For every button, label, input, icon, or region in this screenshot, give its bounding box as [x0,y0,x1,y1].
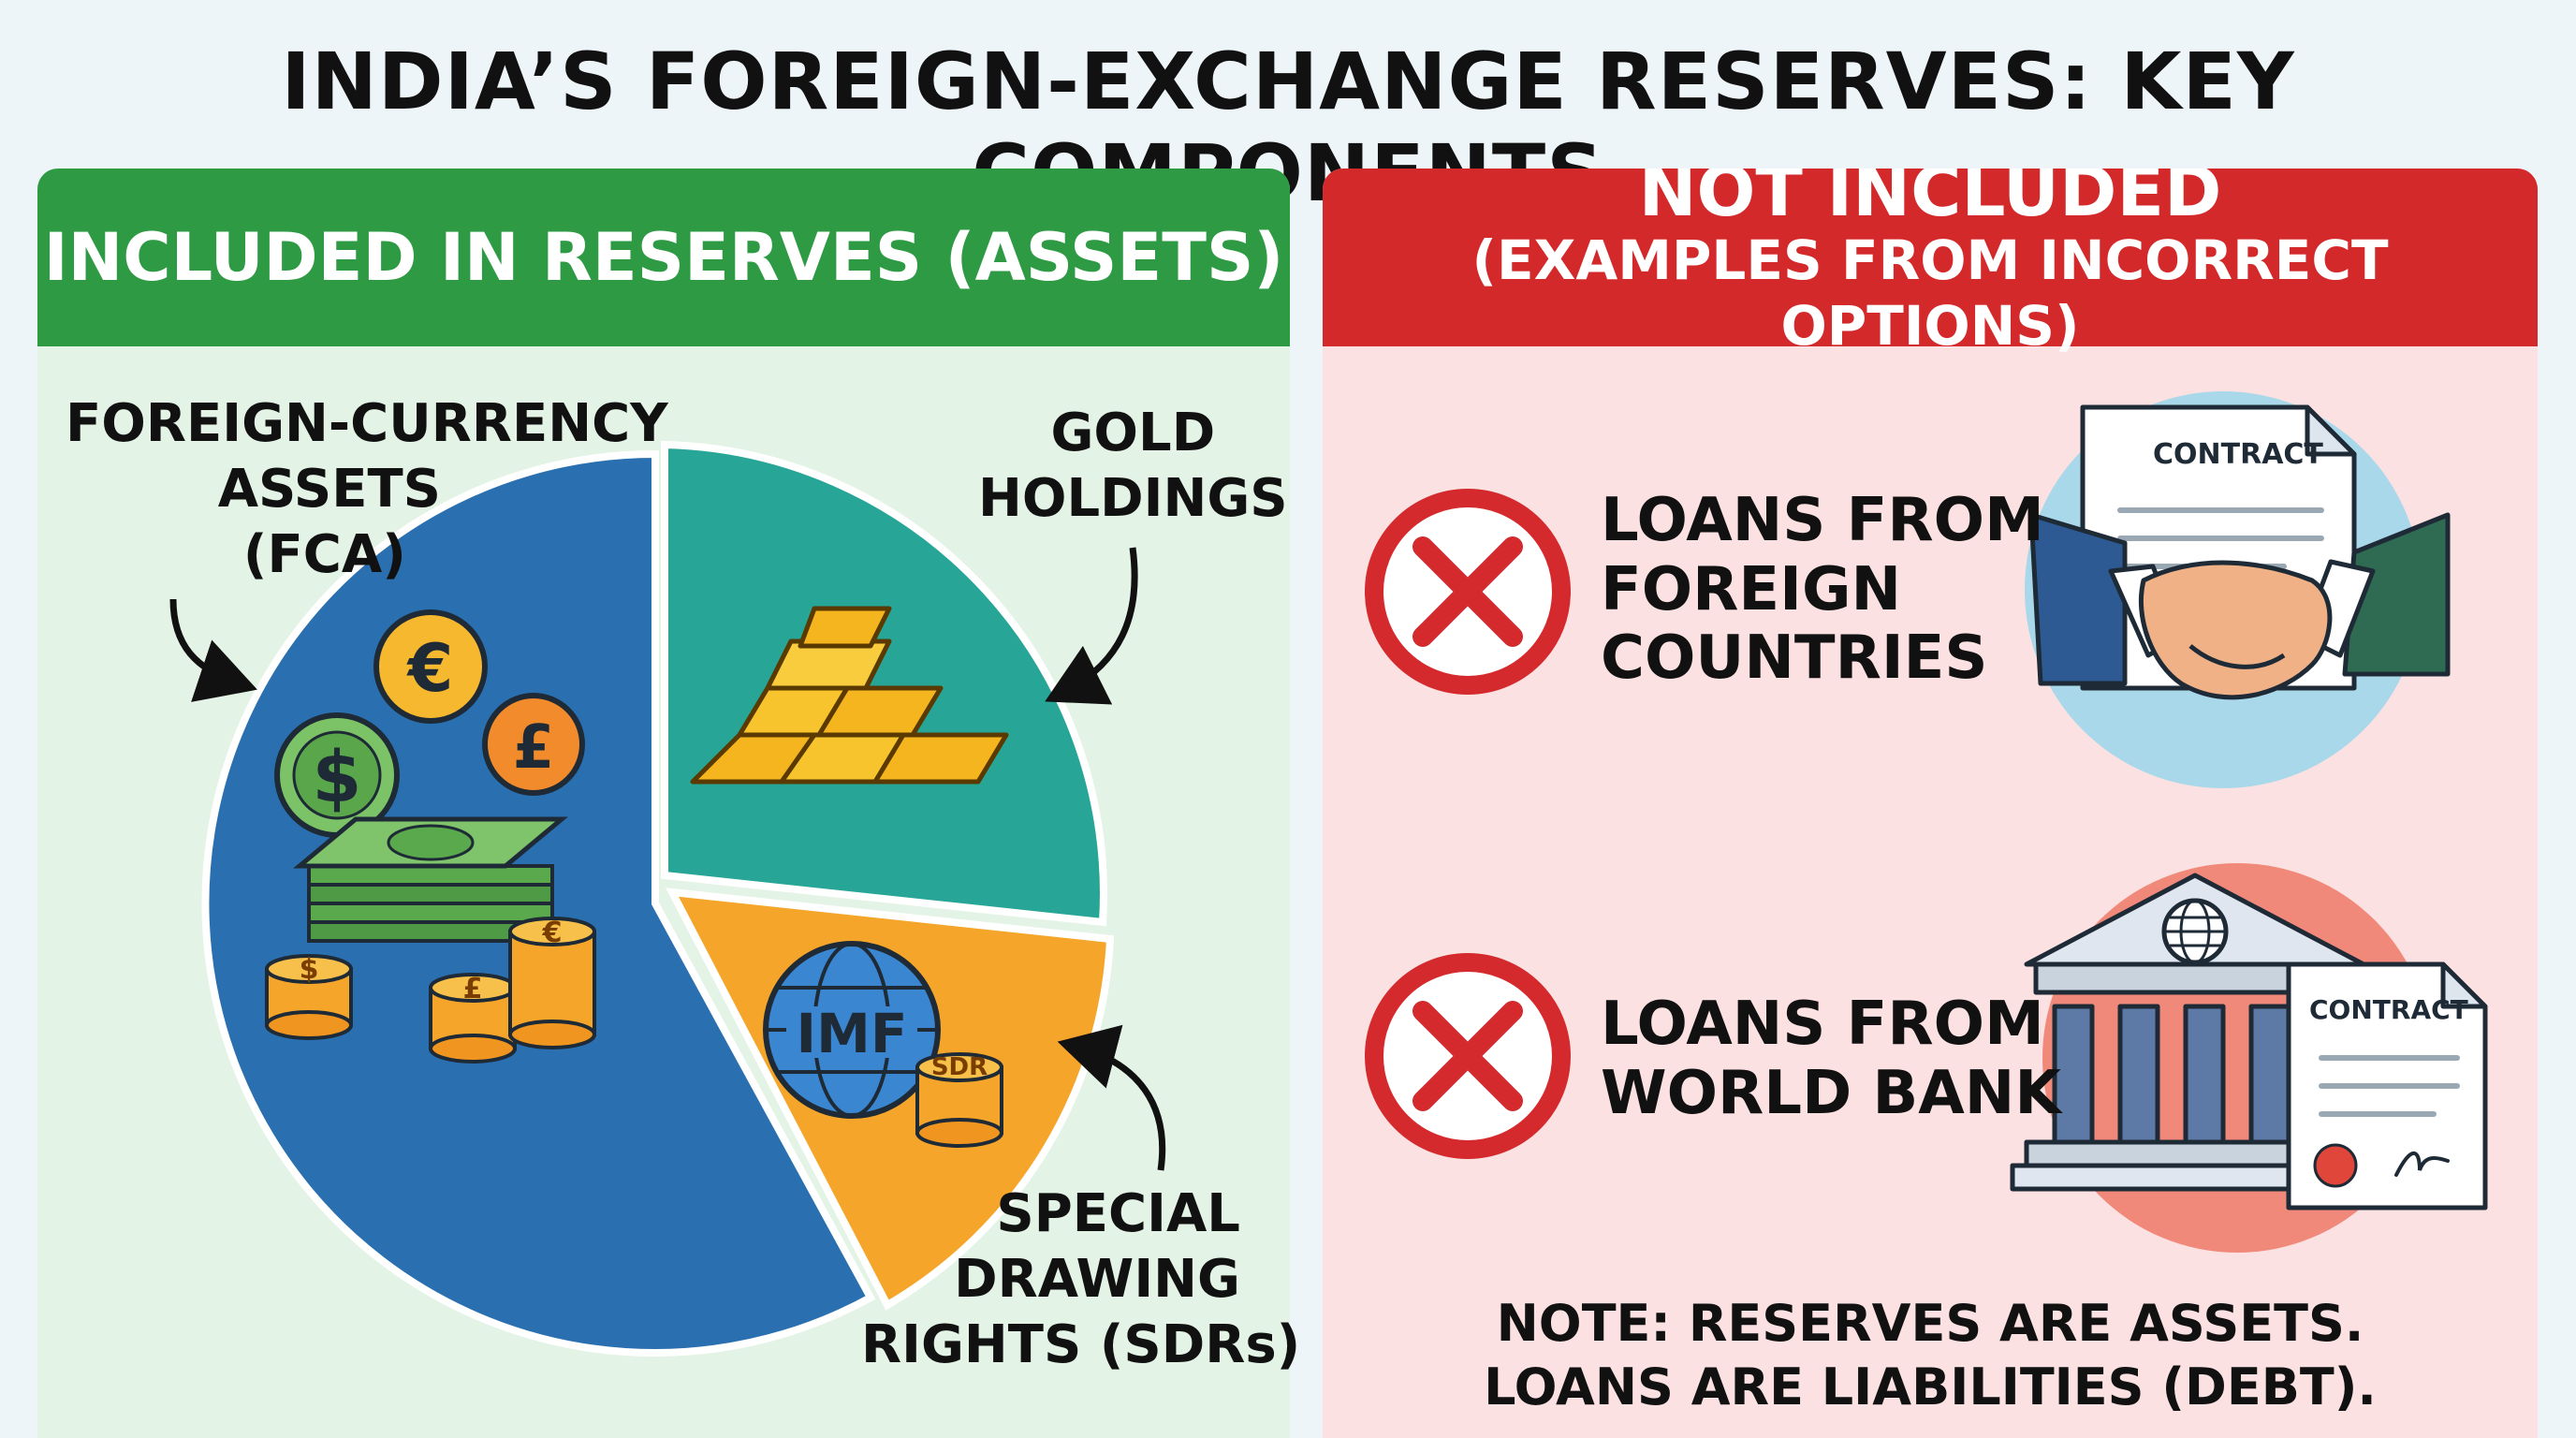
fca-label-line-1: FOREIGN-CURRENCY [66,393,668,454]
signature-icon [2394,1151,2450,1177]
pound-symbol: £ [513,713,555,783]
included-header: INCLUDED IN RESERVES (ASSETS) [37,169,1290,346]
sdr-segment-label: SPECIAL DRAWING RIGHTS (SDRs) [861,1181,1301,1378]
cross-icon [1365,953,1571,1159]
note-line-1: NOTE: RESERVES ARE ASSETS. [1496,1294,2364,1353]
gold-arrow [1045,547,1138,705]
gold-bars-icon [690,606,1009,785]
fca-arrow [169,598,257,702]
coin-euro-symbol: € [542,917,563,949]
sdr-label-line-2: DRAWING [954,1249,1240,1310]
item-2-line-2: WORLD BANK [1601,1058,2061,1128]
not-included-header-sub: (EXAMPLES FROM INCORRECT OPTIONS) [1471,228,2389,358]
not-included-panel: NOT INCLUDED (EXAMPLES FROM INCORRECT OP… [1323,169,2538,1438]
euro-symbol: € [406,630,454,707]
item-1-line-1: LOANS FROM [1601,486,2044,555]
item-2-line-1: LOANS FROM [1601,990,2044,1059]
not-included-header-main: NOT INCLUDED [1638,169,2222,232]
handshake-contract-icon: CONTRACT [2025,391,2451,788]
sdr-coins-icon: SDR [915,1052,1003,1148]
item-1-line-2: FOREIGN [1601,554,1902,624]
imf-label: IMF [797,1002,908,1065]
item-loans-foreign-countries: LOANS FROM FOREIGN COUNTRIES [1601,486,2044,694]
not-included-header: NOT INCLUDED (EXAMPLES FROM INCORRECT OP… [1323,169,2538,358]
cash-stack-icon [293,816,568,943]
sdr-label-line-3: RIGHTS (SDRs) [861,1314,1301,1375]
sdr-label-line-1: SPECIAL [996,1183,1240,1244]
imf-globe-icon: IMF [763,941,941,1119]
gold-label-line-2: HOLDINGS [978,468,1288,529]
item-1-line-3: COUNTRIES [1601,624,1988,694]
gold-label-line-1: GOLD [1050,403,1216,463]
cross-icon [1365,489,1571,695]
note-line-2: LOANS ARE LIABILITIES (DEBT). [1484,1357,2377,1416]
sdr-arrow [1057,1024,1166,1171]
coin-dollar-symbol: $ [300,953,319,986]
fca-label-line-3: (FCA) [242,524,406,585]
coin-stacks-icon: $ £ € [265,917,596,1064]
item-loans-world-bank: LOANS FROM WORLD BANK [1601,990,2061,1128]
contract-label: CONTRACT [2309,994,2468,1025]
dollar-symbol: $ [313,735,362,818]
fca-label: FOREIGN-CURRENCY ASSETS (FCA) [66,391,668,588]
pie-segment-gold [661,440,1107,927]
note: NOTE: RESERVES ARE ASSETS. LOANS ARE LIA… [1323,1292,2538,1418]
gold-label: GOLD HOLDINGS [978,401,1288,532]
sdr-label: SDR [931,1053,988,1081]
fca-label-line-2: ASSETS [217,459,441,520]
coin-pound-symbol: £ [463,973,483,1005]
contract-label: CONTRACT [2153,438,2323,471]
included-header-text: INCLUDED IN RESERVES (ASSETS) [43,219,1284,296]
seal-icon [2313,1143,2358,1188]
bank-contract-icon: CONTRACT [2010,863,2488,1253]
